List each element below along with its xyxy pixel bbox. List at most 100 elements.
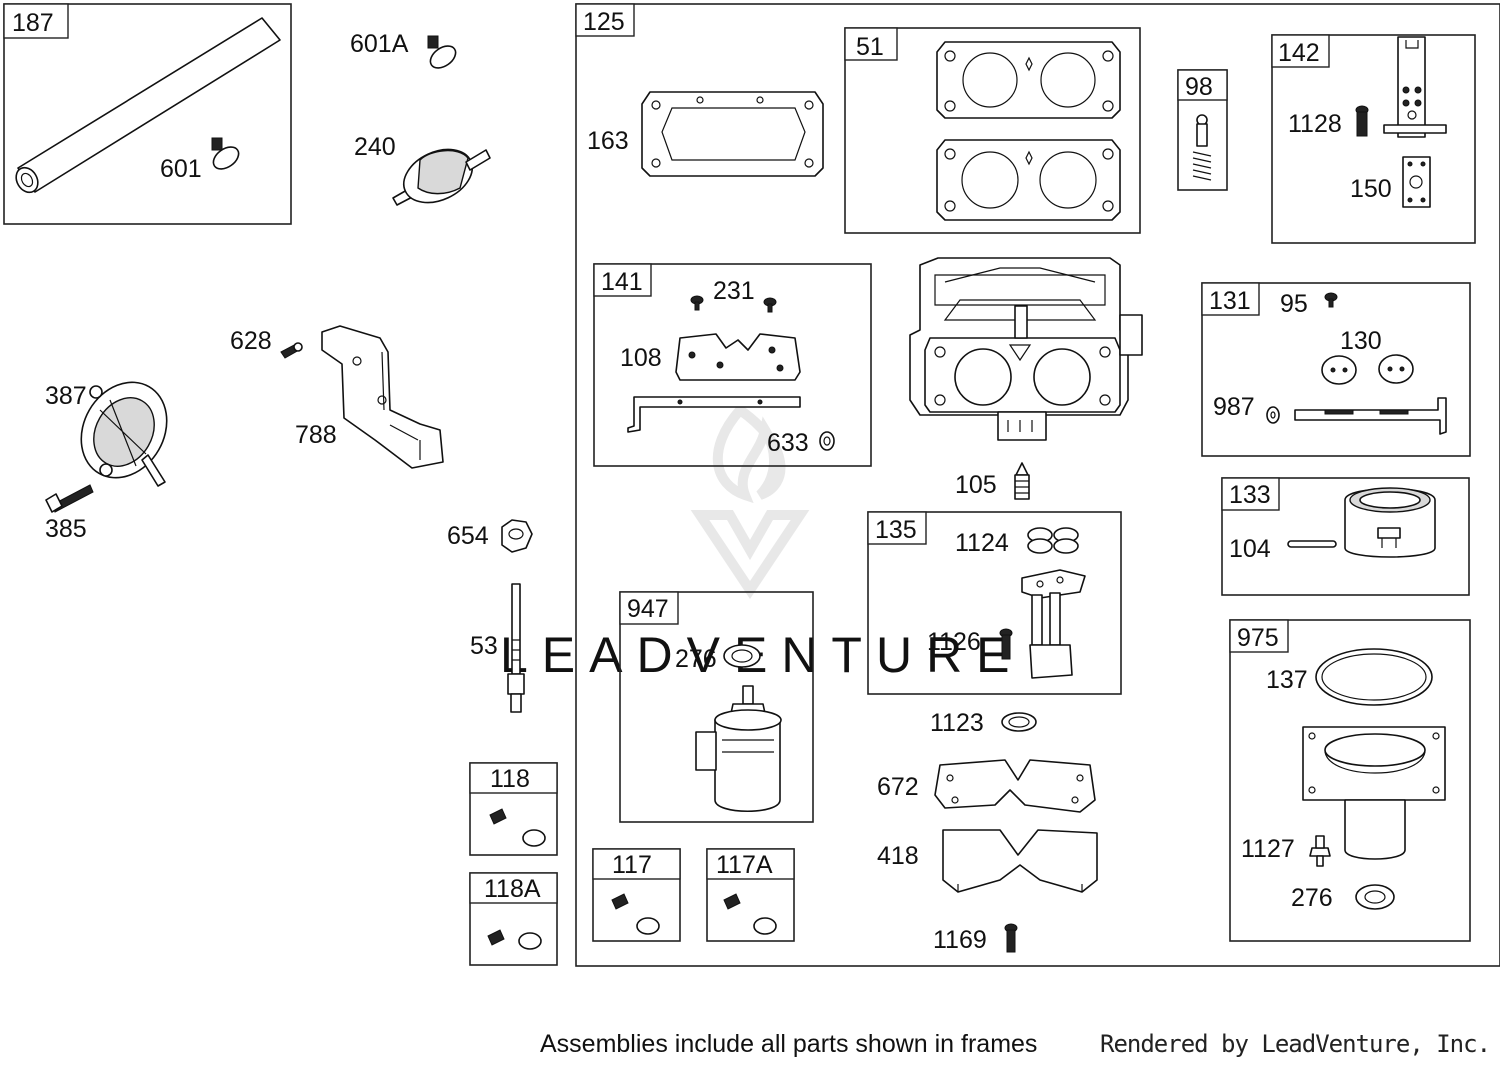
- screw-1127-icon: [1309, 835, 1331, 867]
- bracket-788-icon: [321, 325, 444, 469]
- washer-276a-icon: [723, 644, 761, 668]
- solenoid-947-icon: [695, 685, 782, 813]
- part-label-987: 987: [1213, 393, 1255, 421]
- part-label-1126: 1126: [927, 628, 981, 656]
- part-label-1169: 1169: [933, 926, 987, 954]
- plate-150-icon: [1402, 156, 1431, 208]
- hose-clamp-601-icon: [211, 137, 240, 170]
- frame-141: 141 231 108 633: [593, 263, 872, 467]
- pin-104-icon: [1287, 540, 1337, 548]
- adapter-975-icon: [1302, 726, 1446, 860]
- svg-text:117: 117: [612, 851, 652, 879]
- frame-98: 98: [1177, 69, 1228, 191]
- screw-1128-icon: [1355, 105, 1369, 137]
- credit: Rendered by LeadVenture, Inc.: [1100, 1030, 1491, 1058]
- svg-text:135: 135: [875, 516, 917, 544]
- part-label-276b: 276: [1291, 884, 1333, 912]
- part-label-130: 130: [1340, 327, 1382, 355]
- part-label-53: 53: [470, 632, 498, 660]
- footnote: Assemblies include all parts shown in fr…: [540, 1030, 1038, 1058]
- part-label-240: 240: [354, 133, 396, 161]
- part-label-633: 633: [767, 429, 809, 457]
- part-label-137: 137: [1266, 666, 1308, 694]
- svg-text:118A: 118A: [484, 875, 541, 903]
- svg-text:125: 125: [583, 8, 625, 36]
- frame-118a: 118A: [469, 872, 558, 966]
- gasket-672-icon: [934, 759, 1096, 813]
- plate-418-icon: [942, 829, 1098, 893]
- float-133-icon: [1344, 487, 1436, 558]
- svg-text:118: 118: [490, 765, 530, 793]
- gasket-51a-icon: [936, 41, 1121, 119]
- frame-947: 947 276: [619, 591, 814, 823]
- stud-53-icon: [507, 583, 525, 713]
- fuel-filter-240-icon: [392, 148, 491, 206]
- o-ring-1123-icon: [1001, 712, 1037, 732]
- svg-text:947: 947: [627, 595, 669, 623]
- bracket-142-icon: [1383, 36, 1447, 138]
- part-label-1128: 1128: [1288, 110, 1342, 138]
- frame-51: 51: [844, 27, 1141, 234]
- svg-text:117A: 117A: [716, 851, 773, 879]
- part-label-1124: 1124: [955, 529, 1009, 557]
- shaft-131-icon: [1294, 397, 1447, 435]
- frame-133: 133 104: [1221, 477, 1470, 596]
- frame-135: 135 1124 1126: [867, 511, 1122, 695]
- part-label-788: 788: [295, 421, 337, 449]
- hose-clamp-601a-icon: [427, 35, 457, 69]
- svg-text:133: 133: [1229, 481, 1271, 509]
- part-label-231: 231: [713, 277, 755, 305]
- part-label-601: 601: [160, 155, 202, 183]
- part-label-163: 163: [587, 127, 629, 155]
- fuel-line-hose-icon: [15, 17, 281, 194]
- gasket-51b-icon: [936, 139, 1121, 221]
- part-label-672: 672: [877, 773, 919, 801]
- screw-95-icon: [1324, 292, 1338, 308]
- frame-118: 118: [469, 762, 558, 856]
- washer-987-icon: [1266, 406, 1280, 424]
- lever-141-icon: [627, 396, 801, 433]
- svg-text:187: 187: [12, 9, 54, 37]
- part-label-418: 418: [877, 842, 919, 870]
- part-label-104: 104: [1229, 535, 1271, 563]
- screw-1169-icon: [1004, 923, 1018, 953]
- part-label-150: 150: [1350, 175, 1392, 203]
- part-label-108: 108: [620, 344, 662, 372]
- needle-105-icon: [1014, 462, 1030, 500]
- part-label-601a: 601A: [350, 30, 409, 58]
- part-label-276a: 276: [675, 645, 717, 673]
- screw-231-icon: [690, 295, 777, 313]
- frame-975: 975 137 1127 276: [1229, 619, 1471, 942]
- plate-108-icon: [675, 333, 801, 381]
- svg-text:98: 98: [1185, 73, 1213, 101]
- part-label-628: 628: [230, 327, 272, 355]
- part-label-1127: 1127: [1241, 835, 1295, 863]
- frame-142: 142 1128 150: [1271, 34, 1476, 244]
- emulsion-tube-135-icon: [1021, 569, 1086, 679]
- throttle-plate-130-icon: [1321, 354, 1414, 385]
- frame-131: 131 95 130 987: [1201, 282, 1471, 457]
- svg-text:131: 131: [1209, 287, 1251, 315]
- frame-125: 125: [575, 3, 1500, 967]
- part-label-385: 385: [45, 515, 87, 543]
- o-rings-1124-icon: [1027, 527, 1079, 554]
- svg-text:141: 141: [601, 268, 643, 296]
- washer-633-icon: [819, 431, 835, 451]
- frame-187: 187 601: [3, 3, 292, 225]
- svg-text:51: 51: [856, 33, 884, 61]
- part-label-95: 95: [1280, 290, 1308, 318]
- svg-text:142: 142: [1278, 39, 1320, 67]
- gasket-163-icon: [641, 91, 824, 177]
- fuel-pump-387-icon: [80, 381, 168, 487]
- nut-654-icon: [501, 519, 533, 553]
- washer-276b-icon: [1355, 884, 1395, 910]
- o-ring-137-icon: [1315, 648, 1433, 706]
- carburetor-body-icon: [909, 257, 1143, 441]
- svg-text:975: 975: [1237, 624, 1279, 652]
- frame-117: 117: [592, 848, 681, 942]
- part-label-105: 105: [955, 471, 997, 499]
- part-label-387: 387: [45, 382, 87, 410]
- part-label-654: 654: [447, 522, 489, 550]
- part-label-1123: 1123: [930, 709, 984, 737]
